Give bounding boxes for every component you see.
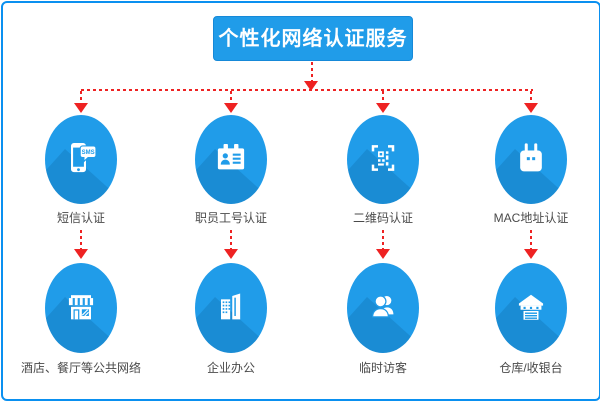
column-sms: SMS 短信认证 酒店、餐厅等公共网络 (3, 3, 599, 399)
visitors-people-icon (371, 295, 394, 318)
qr-auth-label: 二维码认证 (352, 211, 413, 225)
sms-auth-label: 短信认证 (56, 211, 105, 225)
router-mac-icon (520, 142, 542, 171)
arrow-down-icon (524, 103, 538, 113)
svg-text:SMS: SMS (82, 150, 95, 156)
id-badge-icon (217, 143, 245, 169)
warehouse-bubble (495, 263, 567, 353)
enterprise-office-label: 企业办公 (206, 361, 255, 375)
arrow-down-icon (74, 103, 88, 113)
arrow-down-icon (376, 103, 390, 113)
column-mac-address: MAC地址认证 仓库/收银台 (3, 3, 599, 399)
arrow-down-icon (524, 249, 538, 259)
warehouse-label: 仓库/收银台 (499, 361, 563, 375)
column-employee-id: 职员工号认证 企业办公 (3, 3, 599, 399)
branch-dash (230, 91, 232, 104)
column-dash (530, 230, 532, 249)
branch-dash (530, 91, 532, 104)
column-dash (230, 230, 232, 249)
branch-horizontal-dash (81, 89, 533, 91)
mac-auth-label: MAC地址认证 (493, 211, 569, 225)
storefront-icon (68, 295, 94, 320)
diagram-title: 个性化网络认证服务 (213, 16, 413, 61)
sms-phone-icon: SMS (71, 142, 97, 172)
root-arrow-down-icon (304, 81, 318, 91)
column-dash (80, 230, 82, 249)
public-network-label: 酒店、餐厅等公共网络 (20, 361, 141, 375)
employee-id-label: 职员工号认证 (194, 211, 267, 225)
arrow-down-icon (74, 249, 88, 259)
qr-code-scan-icon (371, 144, 395, 171)
office-buildings-icon (221, 293, 241, 320)
employee-id-bubble (195, 115, 267, 204)
arrow-down-icon (224, 249, 238, 259)
arrow-down-icon (224, 103, 238, 113)
public-network-bubble (45, 263, 117, 353)
sms-auth-bubble: SMS (45, 115, 117, 204)
visitors-label: 临时访客 (358, 361, 407, 375)
warehouse-icon (518, 294, 544, 320)
mac-auth-bubble (495, 115, 567, 204)
column-dash (382, 230, 384, 249)
visitors-bubble (347, 263, 419, 353)
qr-auth-bubble (347, 115, 419, 204)
branch-dash (80, 91, 82, 104)
column-qr-code: 二维码认证 临时访客 (3, 3, 599, 399)
enterprise-office-bubble (195, 263, 267, 353)
branch-dash (382, 91, 384, 104)
arrow-down-icon (376, 249, 390, 259)
root-stem-dash (311, 62, 313, 82)
